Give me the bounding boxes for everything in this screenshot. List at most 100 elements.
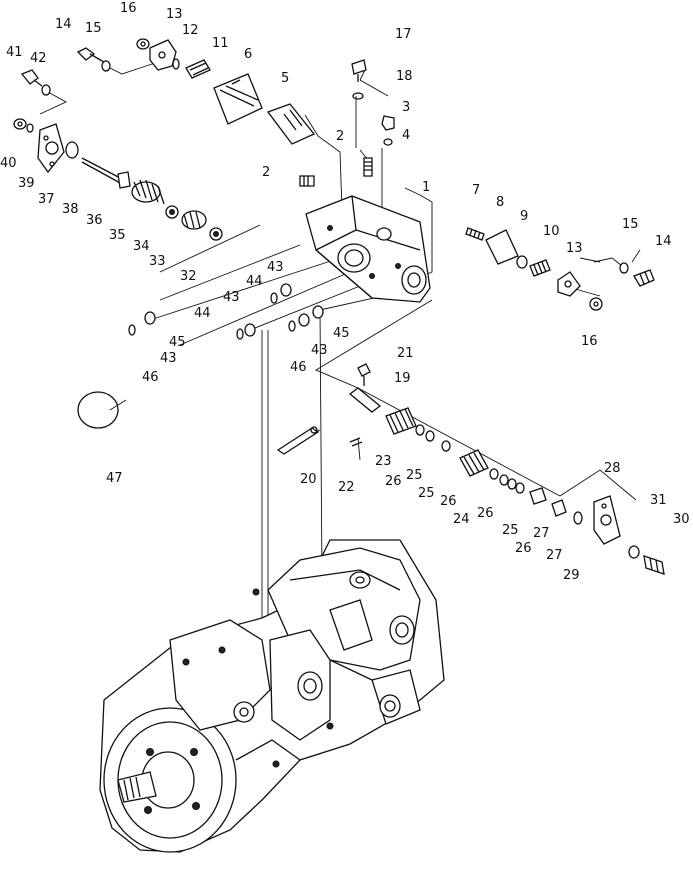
- part-washer-18: [352, 92, 364, 100]
- callout-26-a: 26: [385, 474, 402, 489]
- callout-13-b: 13: [566, 241, 583, 256]
- part-washer-4: [383, 138, 393, 146]
- callout-42: 42: [30, 51, 47, 66]
- part-plug-2-horizontal: [299, 175, 315, 187]
- callout-38: 38: [62, 202, 79, 217]
- callout-34: 34: [133, 239, 150, 254]
- callout-7: 7: [472, 183, 480, 198]
- part-cover-28: [593, 495, 621, 545]
- part-ring-43-right: [298, 313, 310, 327]
- part-oring-12: [172, 58, 180, 70]
- part-bolt-41: [20, 69, 43, 87]
- part-pin-19: [348, 387, 382, 413]
- callout-41: 41: [6, 45, 23, 60]
- callout-22: 22: [338, 480, 355, 495]
- callout-19: 19: [394, 371, 411, 386]
- callout-9: 9: [520, 209, 528, 224]
- part-washer-15-right: [619, 262, 629, 274]
- callout-43-c: 43: [160, 351, 177, 366]
- callout-4: 4: [402, 128, 410, 143]
- callout-25-b: 25: [418, 486, 435, 501]
- part-plug-11: [185, 59, 211, 79]
- callout-24: 24: [453, 512, 470, 527]
- callout-39: 39: [18, 176, 35, 191]
- part-ring-43-mid: [244, 323, 256, 337]
- part-clip-22: [349, 437, 363, 447]
- part-spring-35: [131, 179, 165, 205]
- part-lever-20: [276, 426, 320, 455]
- callout-2-b: 2: [262, 165, 270, 180]
- callout-26-b: 26: [440, 494, 457, 509]
- part-ring-43-top: [280, 283, 292, 297]
- callout-27-a: 27: [533, 526, 550, 541]
- callout-labels: 1 2 2 3 4 5 6 7 8 9 10 11 12 13 13 14 14…: [0, 1, 690, 583]
- part-bolt-21: [357, 363, 371, 386]
- part-oring-25-a: [425, 430, 435, 442]
- part-oring-25-c: [507, 478, 517, 490]
- callout-43-a: 43: [267, 260, 284, 275]
- part-nut-40: [13, 118, 27, 130]
- part-oring-25-b: [499, 474, 509, 486]
- callout-14-b: 14: [655, 234, 672, 249]
- part-spring-23: [385, 407, 417, 435]
- callout-26-d: 26: [515, 541, 532, 556]
- callout-36: 36: [86, 213, 103, 228]
- part-washer-39: [26, 123, 34, 133]
- part-bolt-14-right: [633, 269, 655, 287]
- part-plug-10: [529, 259, 551, 277]
- part-rod-36: [81, 157, 131, 189]
- part-cover-37: [37, 123, 65, 174]
- callout-27-b: 27: [546, 548, 563, 563]
- callout-28: 28: [604, 461, 621, 476]
- part-plug-3: [381, 115, 395, 131]
- part-cover-plate-13: [149, 39, 177, 71]
- callout-44-b: 44: [194, 306, 211, 321]
- callout-30: 30: [673, 512, 690, 527]
- part-spring-33: [181, 210, 207, 230]
- part-bolt-17: [351, 59, 367, 82]
- part-washer-31: [628, 545, 640, 559]
- part-pin-7: [465, 227, 485, 241]
- part-plug-27-a: [529, 487, 547, 505]
- part-plug-27-b: [551, 499, 567, 517]
- part-washer-15: [101, 60, 111, 72]
- callout-32: 32: [180, 269, 197, 284]
- callout-35: 35: [109, 228, 126, 243]
- callout-21: 21: [397, 346, 414, 361]
- callout-31: 31: [650, 493, 667, 508]
- callout-26-c: 26: [477, 506, 494, 521]
- callout-6: 6: [244, 47, 252, 62]
- part-washer-42: [41, 84, 51, 96]
- callout-17: 17: [395, 27, 412, 42]
- part-oring-46-right: [288, 320, 296, 332]
- part-oring-47: [77, 391, 119, 429]
- callout-25-c: 25: [502, 523, 519, 538]
- callout-23: 23: [375, 454, 392, 469]
- callout-43-d: 43: [311, 343, 328, 358]
- part-valve-body-1: [305, 195, 431, 303]
- part-oring-9: [516, 255, 528, 269]
- part-spring-24: [459, 449, 489, 477]
- callout-20: 20: [300, 472, 317, 487]
- part-oring-44-mid: [236, 328, 244, 340]
- part-oring-38: [65, 141, 79, 159]
- callout-8: 8: [496, 195, 504, 210]
- part-oring-44-top: [270, 292, 278, 304]
- callout-3: 3: [402, 100, 410, 115]
- callout-25-a: 25: [406, 468, 423, 483]
- part-seat-32: [209, 227, 223, 241]
- callout-13-a: 13: [166, 7, 183, 22]
- callout-16-b: 16: [581, 334, 598, 349]
- part-spool-6: [213, 73, 263, 125]
- callout-2-a: 2: [336, 129, 344, 144]
- part-bolt-30: [643, 555, 665, 575]
- callout-33: 33: [149, 254, 166, 269]
- callout-10: 10: [543, 224, 560, 239]
- part-ring-45-right: [312, 305, 324, 319]
- leader-lines: [39, 62, 641, 700]
- callout-45-b: 45: [333, 326, 350, 341]
- part-oring-26-a: [415, 424, 425, 436]
- callout-5: 5: [281, 71, 289, 86]
- part-sleeve-5: [266, 103, 316, 145]
- callout-47: 47: [106, 471, 123, 486]
